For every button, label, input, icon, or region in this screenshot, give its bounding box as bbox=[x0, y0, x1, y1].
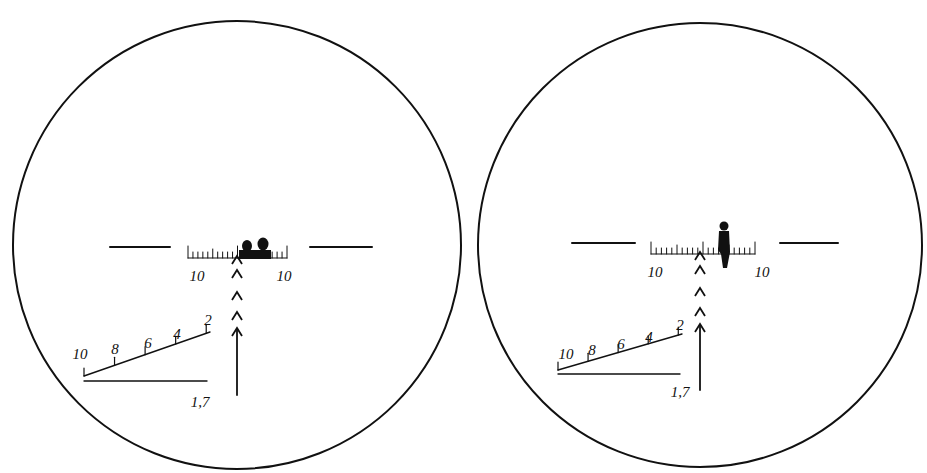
scale-tick bbox=[687, 248, 688, 254]
aiming-chevron bbox=[695, 308, 705, 316]
scale-tick bbox=[188, 246, 189, 258]
scale-tick bbox=[739, 248, 740, 254]
scale-tick bbox=[277, 252, 278, 258]
scale-tick bbox=[671, 248, 672, 254]
stadia-number: 4 bbox=[173, 327, 181, 342]
post-arrowhead bbox=[695, 324, 705, 332]
scale-tick bbox=[666, 248, 667, 254]
stadia-number: 2 bbox=[676, 318, 684, 333]
vertical-post bbox=[236, 330, 238, 395]
scale-tick bbox=[656, 248, 657, 254]
stadia-number: 1,7 bbox=[191, 395, 210, 410]
rangefinder-curve bbox=[558, 334, 682, 370]
vertical-post bbox=[699, 326, 701, 390]
scale-tick bbox=[744, 248, 745, 254]
stadia-number: 6 bbox=[144, 336, 152, 351]
scale-tick bbox=[692, 248, 693, 254]
rangefinder-tick bbox=[557, 362, 558, 370]
rangefinder-tick bbox=[83, 368, 84, 376]
scale-tick bbox=[287, 246, 288, 258]
stadia-number: 10 bbox=[559, 347, 574, 362]
scale-tick bbox=[661, 248, 662, 254]
scale-tick bbox=[202, 252, 203, 258]
rangefinder-tick bbox=[114, 357, 115, 365]
horizontal-line bbox=[572, 242, 635, 244]
scale-tick bbox=[734, 248, 735, 254]
center-chevron bbox=[695, 252, 705, 260]
scale-tick bbox=[682, 248, 683, 254]
aiming-chevron bbox=[232, 312, 242, 320]
rangefinder-base bbox=[558, 373, 680, 374]
scale-number: 10 bbox=[190, 269, 205, 284]
field-of-view bbox=[13, 21, 461, 469]
stadia-number: 4 bbox=[645, 330, 653, 345]
scale-tick bbox=[272, 252, 273, 258]
horizontal-line bbox=[310, 246, 372, 248]
aiming-chevron bbox=[232, 292, 242, 300]
scale-tick bbox=[755, 242, 756, 254]
scale-tick bbox=[708, 248, 709, 254]
scale-tick bbox=[227, 252, 228, 258]
field-of-view bbox=[478, 23, 922, 467]
scale-number: 10 bbox=[277, 269, 292, 284]
scale-tick bbox=[192, 252, 193, 258]
scale-tick bbox=[222, 252, 223, 258]
stadia-number: 8 bbox=[111, 342, 119, 357]
stadia-number: 6 bbox=[617, 337, 625, 352]
scale-number: 10 bbox=[648, 265, 663, 280]
rangefinder-curve bbox=[84, 332, 210, 376]
horizontal-line bbox=[110, 246, 170, 248]
scale-tick bbox=[282, 252, 283, 258]
scale-tick bbox=[697, 248, 698, 254]
scale-tick bbox=[212, 249, 213, 258]
stadia-number: 10 bbox=[73, 347, 88, 362]
scale-tick bbox=[197, 252, 198, 258]
aiming-chevron bbox=[695, 288, 705, 296]
rangefinder-base bbox=[84, 380, 207, 381]
scale-tick bbox=[217, 252, 218, 258]
scale-tick bbox=[703, 242, 704, 254]
scale-tick bbox=[749, 248, 750, 254]
aiming-chevron bbox=[695, 266, 705, 274]
scale-tick bbox=[677, 245, 678, 254]
post-arrowhead bbox=[232, 328, 242, 336]
target-silhouette bbox=[239, 238, 271, 260]
stadia-number: 1,7 bbox=[671, 385, 690, 400]
target-silhouette bbox=[718, 222, 730, 269]
scale-tick bbox=[232, 252, 233, 258]
scale-tick bbox=[713, 248, 714, 254]
stadia-number: 8 bbox=[588, 343, 596, 358]
horizontal-line bbox=[780, 242, 838, 244]
scale-tick bbox=[651, 242, 652, 254]
scale-number: 10 bbox=[755, 265, 770, 280]
scale-tick bbox=[207, 252, 208, 258]
aiming-chevron bbox=[232, 270, 242, 278]
stadia-number: 2 bbox=[204, 313, 212, 328]
